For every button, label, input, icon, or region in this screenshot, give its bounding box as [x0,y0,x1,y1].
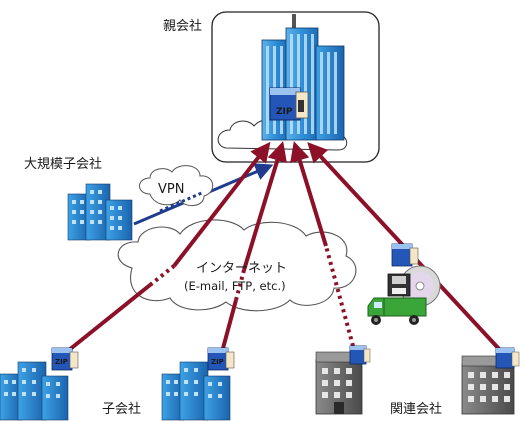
subsidiary-1-building [0,361,69,421]
link-affiliate-1-dotted [324,245,355,347]
subsidiary-2-building [161,361,231,421]
link-affiliate-1-upper [290,141,328,247]
delivery-truck [367,243,441,325]
parent-company-label: 親会社 [163,18,202,34]
link-subsidiary-1-upper [172,141,271,268]
link-subsidiary-1-dotted [148,264,176,287]
link-subsidiary-2-dotted [234,269,246,301]
subsidiaries-label: 子会社 [102,401,141,417]
subsidiary-1-zip-badge: ZIP [51,347,79,371]
internet-cloud [117,219,357,312]
subsidiary-2-zip-label: ZIP [211,358,224,366]
subsidiary-1-zip-label: ZIP [55,358,68,366]
vpn-line-dotted [159,190,205,213]
vpn-label: VPN [158,182,184,197]
affiliate-1-building [315,351,363,415]
affiliate-2-building [461,355,515,415]
affiliate-2-zip-badge [495,347,520,369]
affiliate-1-zip-badge [349,345,371,365]
parent-zip-label: ZIP [276,107,293,117]
subsidiary-2-zip-badge: ZIP [207,347,235,371]
internet-label: インターネット [196,261,287,276]
link-subsidiary-2-upper [242,141,287,271]
link-subsidiary-1-lower [62,283,152,356]
parent-company-building [261,14,345,141]
link-subsidiary-2-lower [220,299,238,353]
large-subsidiary-label: 大規模子会社 [24,156,102,172]
large-subsidiary-building [67,183,133,241]
affiliates-label: 関連会社 [390,401,442,417]
internet-protocols-label: (E-mail, FTP, etc.) [184,279,286,293]
parent-zip-badge: ZIP [269,87,309,121]
